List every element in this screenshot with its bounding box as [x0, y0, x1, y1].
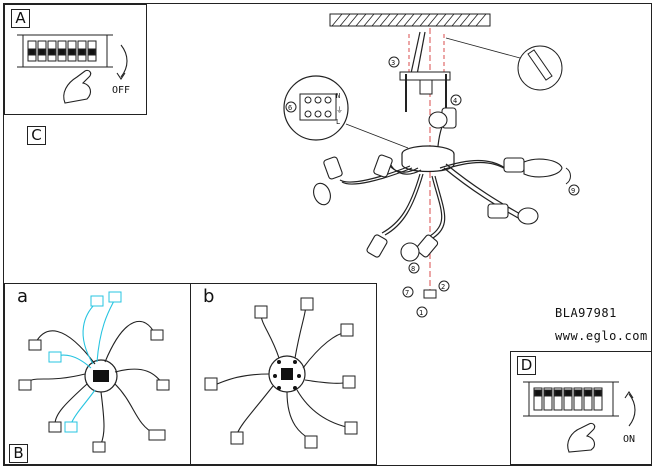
on-label: ON	[623, 434, 635, 445]
step-8-label: 8	[411, 265, 415, 273]
arm-layout-b-drawing	[204, 297, 358, 449]
panel-b-assembly-a: a B	[4, 283, 191, 465]
terminal-n-label: N	[336, 92, 340, 100]
panel-c-letter: C	[27, 126, 46, 145]
website-text: www.eglo.com	[555, 329, 648, 343]
instruction-sheet-frame	[3, 3, 652, 466]
breaker-on-drawing: ON	[523, 381, 636, 453]
panel-a-switch-off: A OFF	[4, 4, 147, 115]
step-4-label: 4	[453, 97, 457, 105]
breaker-off-drawing: OFF	[17, 34, 130, 104]
panel-a-letter: A	[11, 9, 30, 28]
step-6-label: 6	[288, 104, 292, 112]
panel-d-switch-on: D ON	[510, 351, 652, 465]
installation-drawing: 3 4 6 N ⏚ L 9	[283, 13, 580, 318]
terminal-l-label: L	[336, 118, 340, 126]
panel-d-letter: D	[517, 356, 536, 375]
step-7-label: 7	[405, 289, 409, 297]
panel-b-sub-letter: b	[203, 286, 215, 307]
off-label: OFF	[112, 85, 130, 96]
step-9-label: 9	[571, 187, 575, 195]
step-1-label: 1	[419, 309, 423, 317]
panel-a-sub-letter: a	[17, 286, 29, 307]
panel-assembly-b: b	[190, 283, 377, 465]
step-2-label: 2	[441, 283, 445, 291]
arm-layout-a-drawing	[18, 291, 170, 453]
panel-b-letter: B	[9, 444, 28, 463]
step-3-label: 3	[391, 59, 395, 67]
product-code: BLA97981	[555, 306, 617, 320]
terminal-earth-label: ⏚	[336, 106, 343, 114]
